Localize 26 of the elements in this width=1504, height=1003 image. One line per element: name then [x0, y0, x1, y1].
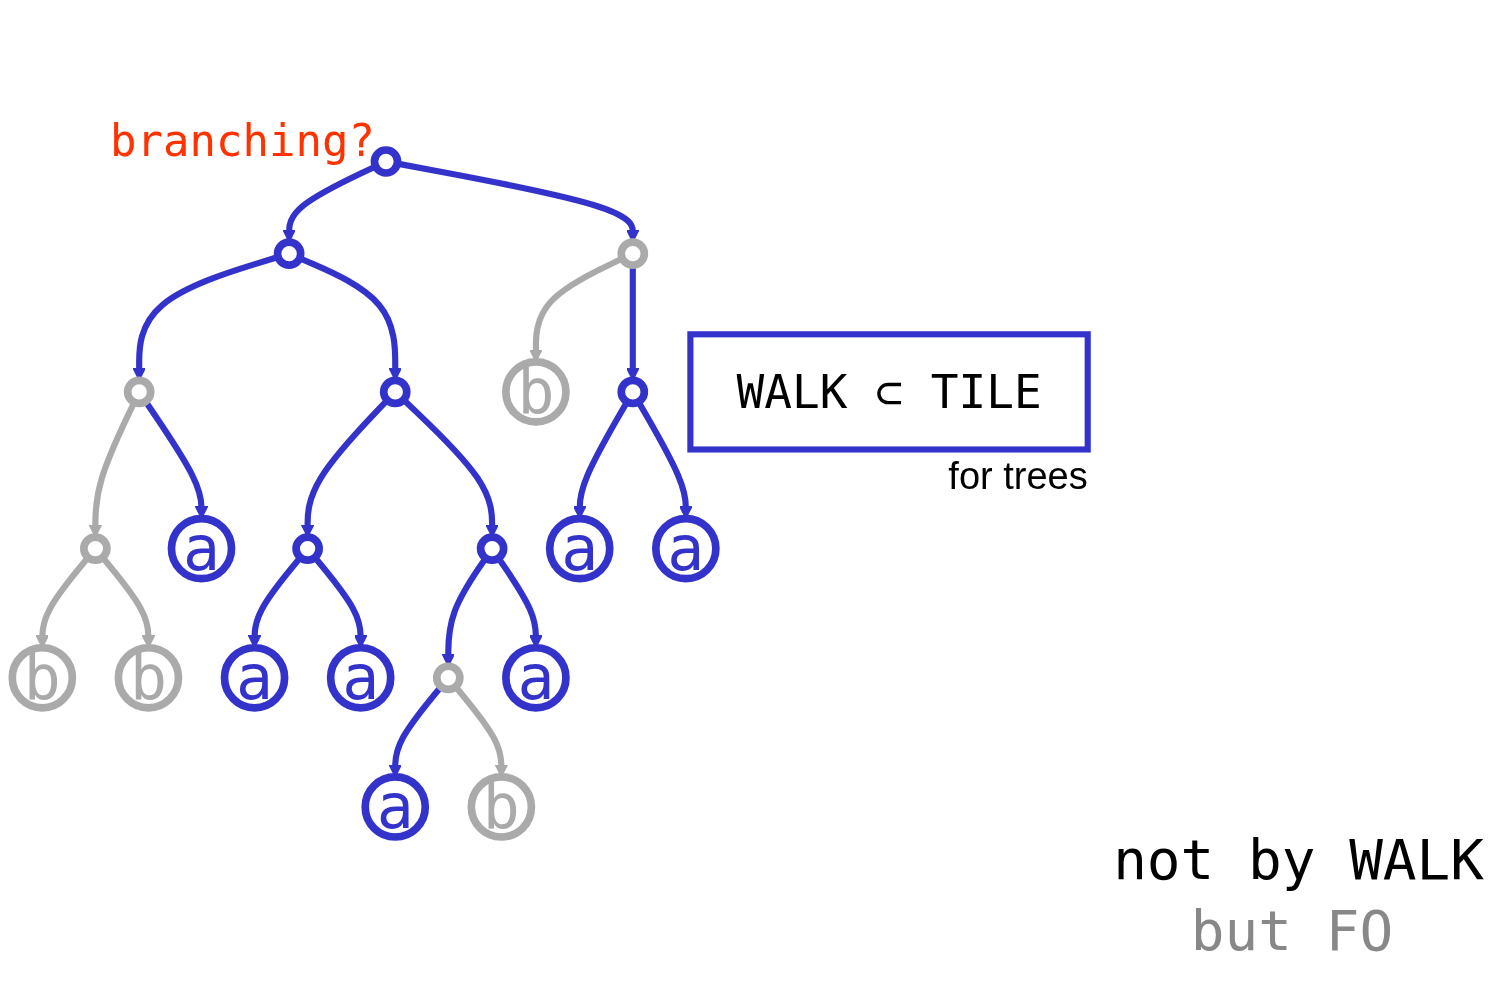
- node-circle: [123, 376, 155, 408]
- node-circle: b: [114, 643, 183, 712]
- node-circle: b: [467, 773, 536, 841]
- note-text: not by WALK: [1113, 827, 1484, 892]
- node-circle: [273, 238, 305, 269]
- node-circle: a: [361, 773, 430, 841]
- node-circle: b: [8, 643, 77, 712]
- node-circle: [476, 533, 508, 564]
- annotation-text: branching?: [110, 115, 375, 166]
- node-circle: b: [502, 358, 570, 426]
- node-circle: a: [220, 643, 289, 712]
- node-circle: [379, 376, 411, 408]
- caption-text: for trees: [948, 455, 1088, 499]
- node-circle: a: [545, 514, 614, 583]
- node-circle: [80, 533, 111, 564]
- node-circle: a: [652, 514, 720, 583]
- node-circle: [370, 146, 402, 177]
- node-circle: a: [167, 514, 236, 583]
- node-circle: [432, 662, 464, 694]
- node-circle: [617, 238, 649, 269]
- note-text: but FO: [1190, 898, 1394, 963]
- node-box: WALK ⊂ TILE: [687, 331, 1091, 453]
- node-circle: a: [326, 643, 395, 712]
- node-circle: [292, 533, 323, 564]
- node-circle: a: [502, 643, 570, 712]
- node-circle: [617, 376, 649, 408]
